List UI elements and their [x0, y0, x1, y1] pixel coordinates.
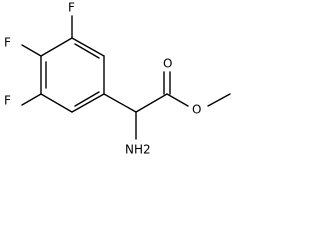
- bond-carbonyl-to-ester-oxygen: [166, 93, 189, 107]
- molecule-drawing: F F F O O NH2: [4, 1, 231, 157]
- ring-double-bond-b: [74, 91, 100, 107]
- structure-diagram: F F F O O NH2: [4, 0, 231, 157]
- ring-bond-6: [40, 37, 73, 57]
- fluorine-bottom-label: F: [4, 94, 11, 108]
- bond-alpha-carbon-to-carbonyl: [135, 93, 168, 113]
- ring-bond-4: [40, 93, 73, 113]
- fluorine-mid-label: F: [4, 36, 11, 50]
- fluorine-top-label: F: [68, 1, 75, 15]
- bond-to-fluorine-bottom: [21, 93, 42, 106]
- bond-to-fluorine-mid: [21, 44, 42, 57]
- amine-label: NH2: [125, 143, 151, 157]
- ring-bond-1: [71, 37, 105, 57]
- ring-bond-3: [71, 93, 105, 113]
- ring-double-bond-a: [74, 43, 100, 59]
- bond-ring-to-alpha-carbon: [103, 93, 137, 113]
- bond-ester-oxygen-to-methyl: [207, 93, 231, 107]
- ester-oxygen-label: O: [192, 103, 201, 117]
- carbonyl-oxygen-label: O: [163, 57, 172, 71]
